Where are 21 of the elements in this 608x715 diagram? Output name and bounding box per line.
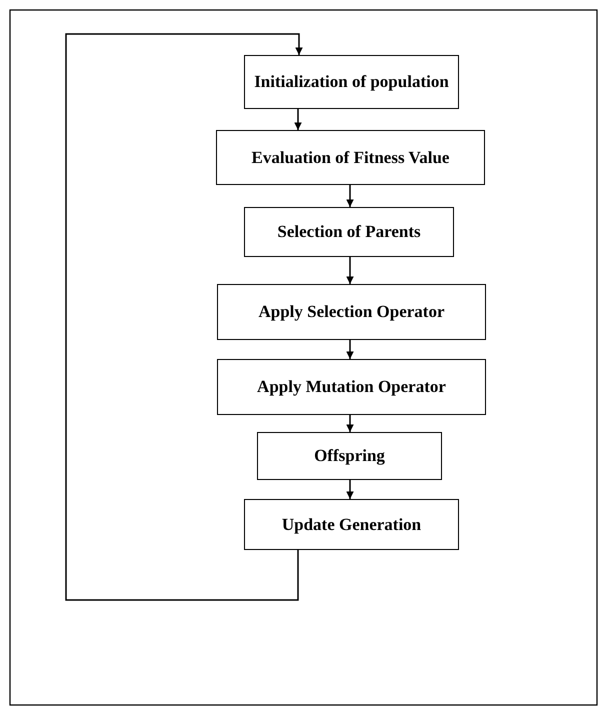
process-box [257,432,442,480]
arrow [346,480,354,499]
box-label: Evaluation of Fitness Value [252,148,450,168]
process-box [217,284,486,340]
box-label: Selection of Parents [277,222,421,242]
arrow [65,33,303,601]
process-box [244,55,459,109]
arrow [294,109,302,130]
process-box [244,207,454,257]
arrow [346,185,354,207]
box-label: Update Generation [282,514,422,534]
box-label: Initialization of population [254,72,449,92]
arrow [346,340,354,359]
box-label: Apply Mutation Operator [257,377,446,397]
process-box [217,359,486,415]
arrow [346,257,354,284]
arrow [346,415,354,432]
process-box [216,130,485,185]
process-box [244,499,459,550]
box-label: Apply Selection Operator [258,302,445,322]
box-label: Offspring [314,446,385,466]
